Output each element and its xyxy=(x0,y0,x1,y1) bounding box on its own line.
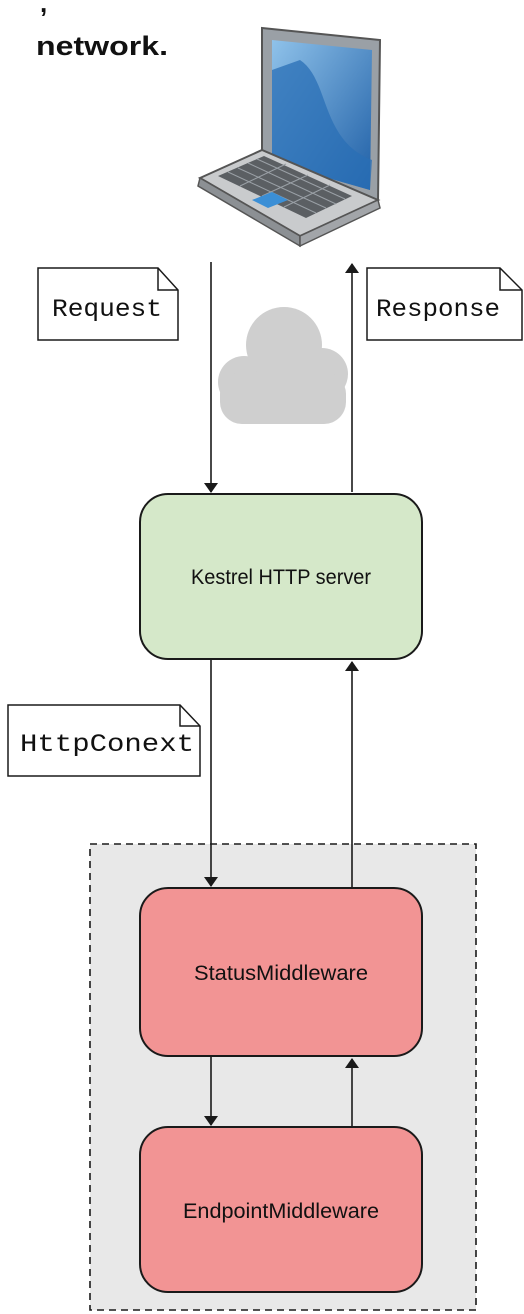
request-label: Request xyxy=(52,295,162,324)
caption-text: network. xyxy=(36,31,168,61)
endpoint-middleware-box: EndpointMiddleware xyxy=(139,1126,423,1293)
request-note: Request xyxy=(37,267,179,341)
httpcontext-note: HttpConext xyxy=(7,704,201,777)
laptop-icon xyxy=(197,26,382,248)
kestrel-server-label: Kestrel HTTP server xyxy=(191,566,371,589)
kestrel-server-box: Kestrel HTTP server xyxy=(139,493,423,660)
cloud-icon xyxy=(218,307,348,424)
response-note: Response xyxy=(366,267,523,341)
response-label: Response xyxy=(376,295,500,324)
caption-fragment: , xyxy=(40,0,47,18)
status-middleware-box: StatusMiddleware xyxy=(139,887,423,1057)
endpoint-middleware-label: EndpointMiddleware xyxy=(183,1200,379,1223)
httpcontext-label: HttpConext xyxy=(20,730,194,759)
status-middleware-label: StatusMiddleware xyxy=(194,962,368,985)
